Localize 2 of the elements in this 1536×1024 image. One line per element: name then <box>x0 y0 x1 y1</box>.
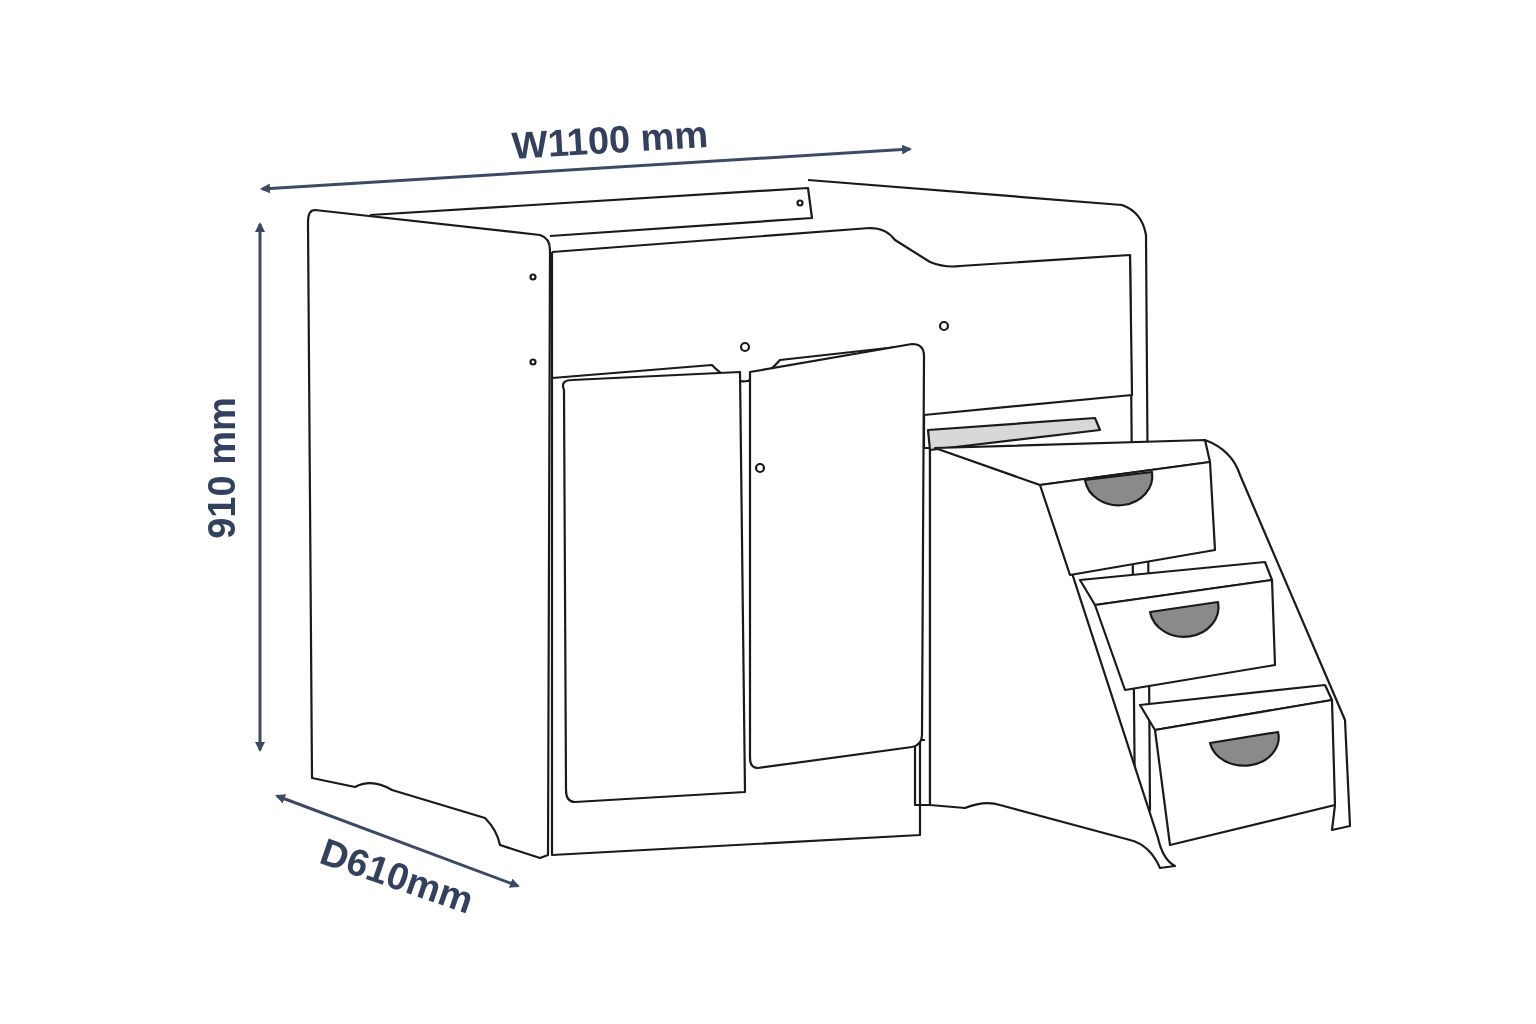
dimension-label: W1100 mm <box>510 115 710 165</box>
dimension-label: 910 mm <box>203 397 241 539</box>
